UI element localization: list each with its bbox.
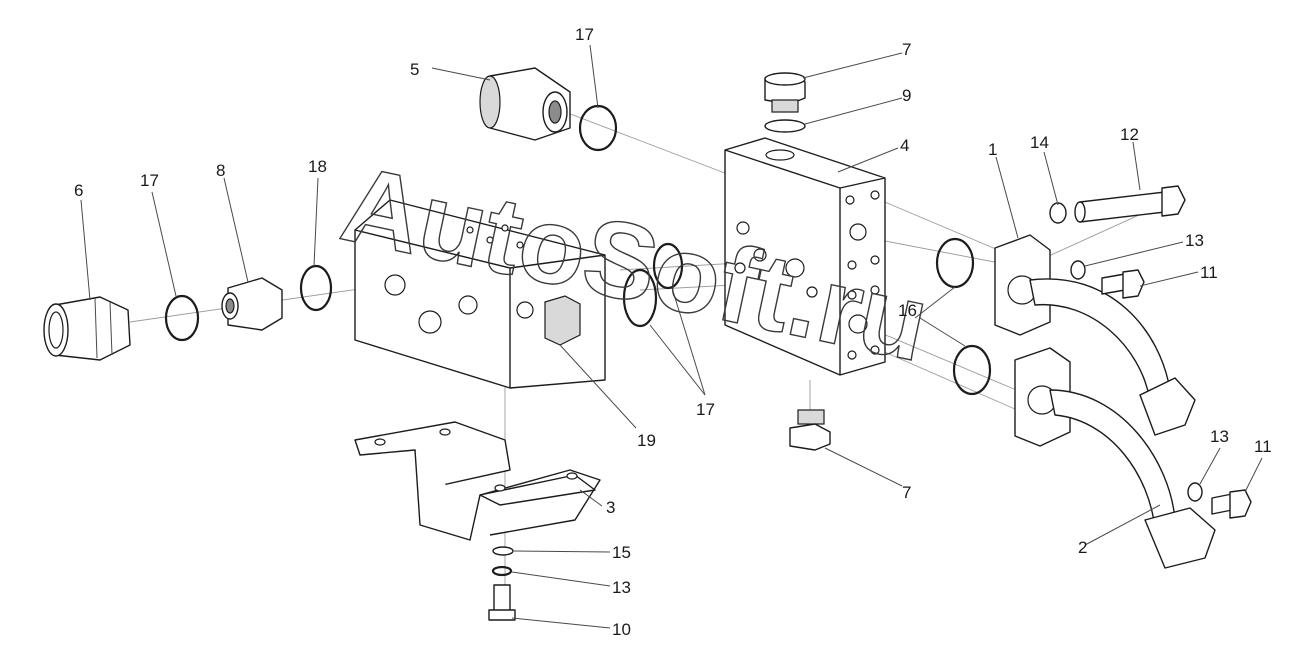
part-7-plug-bottom: [789, 409, 831, 451]
part-11-bolt-right: [1211, 489, 1252, 519]
part-12-bolt: [1074, 185, 1186, 223]
callout-17-top: 17: [575, 25, 594, 44]
callout-17-bottom: 17: [696, 400, 715, 419]
callout-10: 10: [612, 620, 631, 639]
part-17-ring-bottom-a: [652, 242, 684, 290]
callout-12: 12: [1120, 125, 1139, 144]
part-17-ring-left: [164, 294, 200, 342]
callout-18: 18: [308, 157, 327, 176]
callout-11-mid: 11: [1200, 263, 1218, 282]
part-11-bolt-mid: [1101, 269, 1145, 299]
callout-19: 19: [637, 431, 656, 450]
part-14-nut: [1049, 202, 1067, 224]
callout-15: 15: [612, 543, 631, 562]
callout-4: 4: [900, 136, 909, 155]
part-8-adapter: [221, 277, 283, 331]
callout-1: 1: [988, 140, 997, 159]
callout-17-left: 17: [140, 171, 159, 190]
part-9-washer: [764, 119, 806, 133]
part-6-fitting: [43, 296, 131, 361]
part-1-hose: [994, 234, 1196, 436]
part-16-ring-bottom: [952, 344, 992, 396]
part-4-manifold-block: [724, 137, 886, 376]
assembly-axes: [129, 109, 1151, 600]
callout-7-top: 7: [902, 40, 911, 59]
part-16-ring-top: [935, 237, 975, 289]
callout-7-bottom: 7: [902, 483, 911, 502]
callout-6: 6: [74, 181, 83, 200]
part-5-fitting: [479, 67, 571, 141]
part-15-washer: [492, 546, 514, 556]
part-13-washer-right: [1187, 482, 1203, 502]
part-13-washer-mid: [1070, 260, 1086, 280]
callout-11-right: 11: [1254, 437, 1272, 456]
callout-3: 3: [606, 498, 615, 517]
callout-5: 5: [410, 60, 419, 79]
callout-2: 2: [1078, 538, 1087, 557]
callout-13-bottom: 13: [612, 578, 631, 597]
callout-9: 9: [902, 86, 911, 105]
part-19-main-block: [354, 199, 606, 389]
callout-13-mid: 13: [1185, 231, 1204, 250]
part-2-hose: [1014, 347, 1216, 569]
part-10-bolt: [488, 584, 516, 621]
part-7-plug-top: [764, 72, 806, 113]
callout-16: 16: [898, 301, 917, 320]
part-18-ring: [299, 264, 333, 312]
callout-14: 14: [1030, 133, 1049, 152]
leader-lines: [80, 44, 1263, 629]
callout-13-right: 13: [1210, 427, 1229, 446]
part-17-ring-top: [578, 104, 618, 152]
part-17-ring-bottom-b: [622, 268, 658, 328]
part-3-bracket: [354, 421, 601, 541]
part-13-washer-bottom: [491, 565, 513, 577]
callout-8: 8: [216, 161, 225, 180]
callout-labels: 17 5 7 9 4 1 14 12 13 11 6 17 8 18 16 17…: [74, 25, 1272, 639]
